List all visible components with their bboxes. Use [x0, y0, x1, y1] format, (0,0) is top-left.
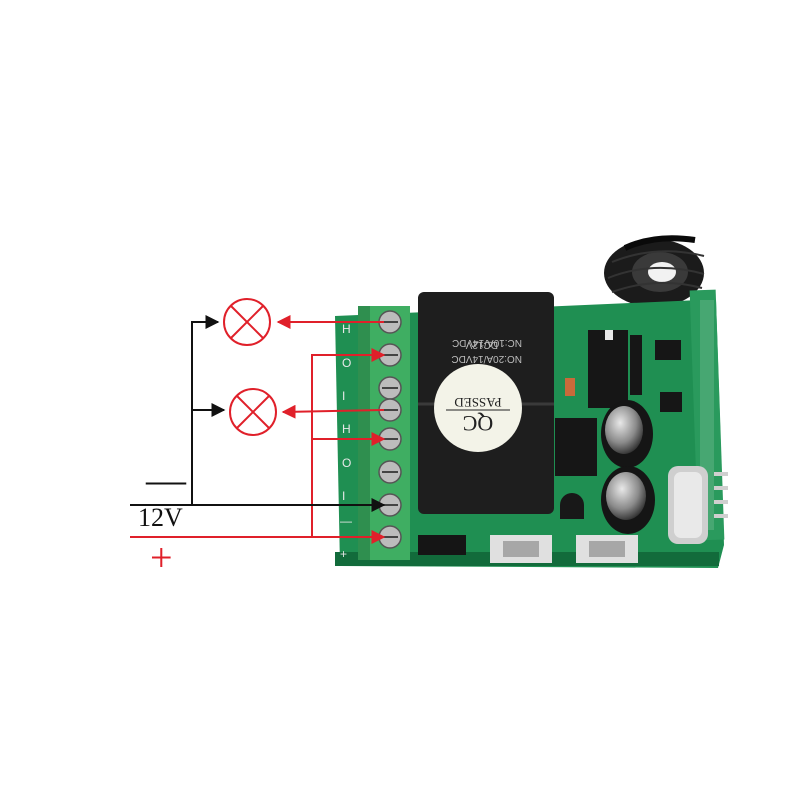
antenna-coil-icon	[604, 235, 705, 307]
negative-symbol: —	[146, 457, 186, 502]
terminal-mark: O	[342, 456, 351, 470]
terminal-mark: I	[342, 389, 345, 403]
terminal-mark: H	[342, 322, 351, 336]
positive-symbol: +	[150, 535, 173, 580]
positive-wire	[130, 348, 386, 538]
qc-sticker: PASSED QC	[434, 364, 522, 452]
wiring	[130, 315, 386, 544]
capacitor-icon	[601, 466, 655, 534]
relay-label: NO:20A/14VDC	[451, 353, 522, 364]
lamp-icon	[229, 388, 277, 436]
terminal-mark: H	[342, 422, 351, 436]
relay-label: NC:10A/14VDC	[452, 337, 522, 348]
terminal-mark: O	[342, 356, 351, 370]
terminal-mark: —	[340, 514, 352, 528]
terminal-mark: +	[340, 547, 347, 561]
relay-label: DC12V	[465, 339, 498, 350]
qc-sticker-top: PASSED	[454, 395, 501, 410]
terminal-mark: I	[342, 489, 345, 503]
terminal-block	[358, 306, 410, 560]
receiver-pcb: DC12V NC:10A/14VDC NO:20A/14VDC PASSED Q…	[335, 289, 728, 568]
qc-sticker-bottom: QC	[463, 411, 494, 436]
capacitor-icon	[601, 400, 653, 468]
voltage-label: 12V	[138, 503, 183, 532]
crystal-icon	[668, 466, 708, 544]
lamp-icon	[223, 298, 271, 346]
